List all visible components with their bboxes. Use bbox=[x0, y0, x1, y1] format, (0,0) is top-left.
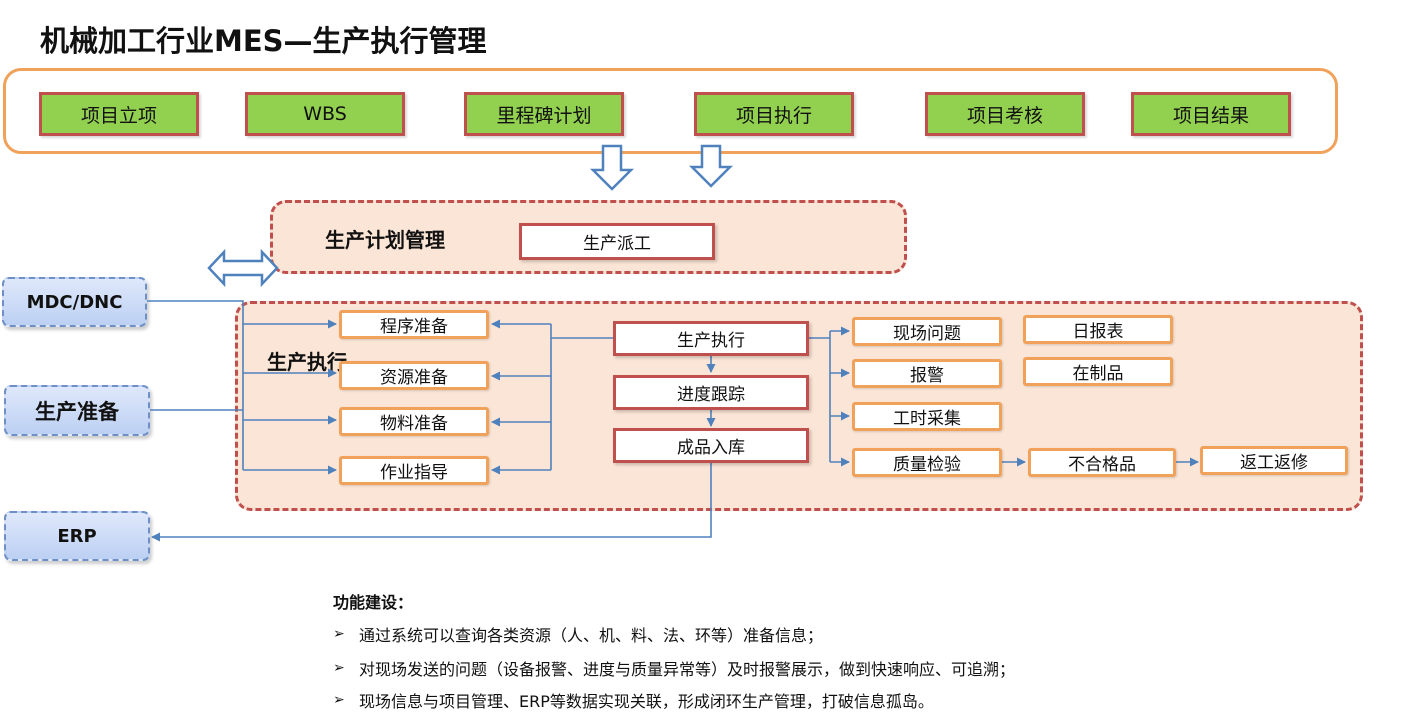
erp-system[interactable]: ERP bbox=[4, 511, 150, 561]
connector bbox=[147, 300, 337, 329]
down-arrow-icon bbox=[688, 144, 734, 188]
function-item-text: 对现场发送的问题（设备报警、进度与质量异常等）及时报警展示，做到快速响应、可追溯… bbox=[359, 660, 1016, 679]
rework-box[interactable]: 返工返修 bbox=[1200, 446, 1348, 475]
functions-heading: 功能建设： bbox=[333, 593, 414, 612]
material-prep-box[interactable]: 物料准备 bbox=[339, 407, 489, 436]
page-title: 机械加工行业MES—生产执行管理 bbox=[40, 24, 487, 58]
program-prep-box[interactable]: 程序准备 bbox=[339, 310, 489, 339]
step-project-initiation[interactable]: 项目立项 bbox=[39, 92, 199, 136]
function-item: ➢ 通过系统可以查询各类资源（人、机、料、法、环等）准备信息； bbox=[333, 622, 823, 646]
finished-goods-storage-box[interactable]: 成品入库 bbox=[613, 428, 809, 463]
bullet-arrow-icon: ➢ bbox=[333, 660, 345, 676]
production-dispatch-box[interactable]: 生产派工 bbox=[519, 223, 715, 260]
double-arrow-icon bbox=[207, 248, 279, 288]
resource-prep-box[interactable]: 资源准备 bbox=[339, 361, 489, 390]
step-project-execution[interactable]: 项目执行 bbox=[694, 92, 854, 136]
production-execution-box[interactable]: 生产执行 bbox=[613, 321, 809, 356]
step-project-assessment[interactable]: 项目考核 bbox=[925, 92, 1085, 136]
progress-tracking-box[interactable]: 进度跟踪 bbox=[613, 375, 809, 410]
production-planning-label: 生产计划管理 bbox=[325, 228, 445, 252]
step-wbs[interactable]: WBS bbox=[245, 92, 405, 136]
daily-report-box[interactable]: 日报表 bbox=[1023, 315, 1173, 344]
step-milestone-plan[interactable]: 里程碑计划 bbox=[464, 92, 624, 136]
bullet-arrow-icon: ➢ bbox=[333, 626, 345, 642]
step-project-result[interactable]: 项目结果 bbox=[1131, 92, 1291, 136]
production-prep-system[interactable]: 生产准备 bbox=[4, 385, 150, 436]
bullet-arrow-icon: ➢ bbox=[333, 692, 345, 708]
nonconforming-box[interactable]: 不合格品 bbox=[1028, 448, 1176, 477]
project-steps-frame bbox=[3, 68, 1338, 154]
function-item-text: 现场信息与项目管理、ERP等数据实现关联，形成闭环生产管理，打破信息孤岛。 bbox=[359, 692, 934, 711]
function-item: ➢ 现场信息与项目管理、ERP等数据实现关联，形成闭环生产管理，打破信息孤岛。 bbox=[333, 688, 934, 712]
quality-inspection-box[interactable]: 质量检验 bbox=[852, 448, 1002, 477]
alarm-box[interactable]: 报警 bbox=[852, 359, 1002, 388]
work-hour-collection-box[interactable]: 工时采集 bbox=[852, 402, 1002, 431]
function-item-text: 通过系统可以查询各类资源（人、机、料、法、环等）准备信息； bbox=[359, 626, 824, 645]
function-item: ➢ 对现场发送的问题（设备报警、进度与质量异常等）及时报警展示，做到快速响应、可… bbox=[333, 656, 1015, 680]
wip-box[interactable]: 在制品 bbox=[1023, 357, 1173, 386]
mdc-dnc-system[interactable]: MDC/DNC bbox=[2, 277, 147, 327]
field-issue-box[interactable]: 现场问题 bbox=[852, 317, 1002, 346]
work-instruction-box[interactable]: 作业指导 bbox=[339, 456, 489, 485]
connector bbox=[151, 463, 712, 542]
down-arrow-icon bbox=[589, 144, 635, 191]
